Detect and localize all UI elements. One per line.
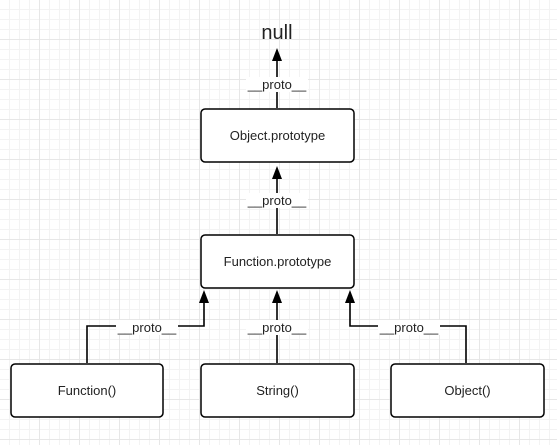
edge-object-ctor-to-function-prototype: __proto__: [345, 290, 467, 363]
node-label: Object(): [444, 383, 490, 398]
node-string-ctor[interactable]: String(): [200, 363, 355, 418]
node-box: [200, 363, 355, 418]
node-box: [200, 234, 355, 289]
edge-label-background: [246, 77, 308, 92]
arrowhead-icon: [272, 166, 282, 179]
node-box: [390, 363, 545, 418]
node-label: Function.prototype: [224, 254, 332, 269]
edge-function-prototype-to-object-prototype: __proto__: [246, 166, 308, 234]
edge-function-ctor-to-function-prototype: __proto__: [86, 290, 209, 363]
node-object-ctor[interactable]: Object(): [390, 363, 545, 418]
edge-label-proto: __proto__: [117, 320, 177, 335]
node-box: [10, 363, 164, 418]
edge-label-background: [246, 193, 308, 208]
edge-label-proto: __proto__: [247, 193, 307, 208]
edge-label-proto: __proto__: [247, 77, 307, 92]
edge-string-ctor-to-function-prototype: __proto__: [246, 290, 308, 363]
edge-object-prototype-to-null: __proto__: [246, 48, 308, 108]
node-label: String(): [256, 383, 299, 398]
edge-label-proto: __proto__: [379, 320, 439, 335]
node-object-prototype[interactable]: Object.prototype: [200, 108, 355, 163]
edge-label-background: [116, 320, 178, 335]
edge-label-background: [378, 320, 440, 335]
arrowhead-icon: [272, 290, 282, 303]
arrowhead-icon: [345, 290, 355, 303]
node-label: Function(): [58, 383, 117, 398]
node-function-prototype[interactable]: Function.prototype: [200, 234, 355, 289]
edge-label-proto: __proto__: [247, 320, 307, 335]
node-function-ctor[interactable]: Function(): [10, 363, 164, 418]
arrowhead-icon: [199, 290, 209, 303]
null-node: null: [261, 22, 292, 44]
edge-label-background: [246, 320, 308, 335]
arrowhead-icon: [272, 48, 282, 61]
node-box: [200, 108, 355, 163]
node-label: Object.prototype: [230, 128, 325, 143]
